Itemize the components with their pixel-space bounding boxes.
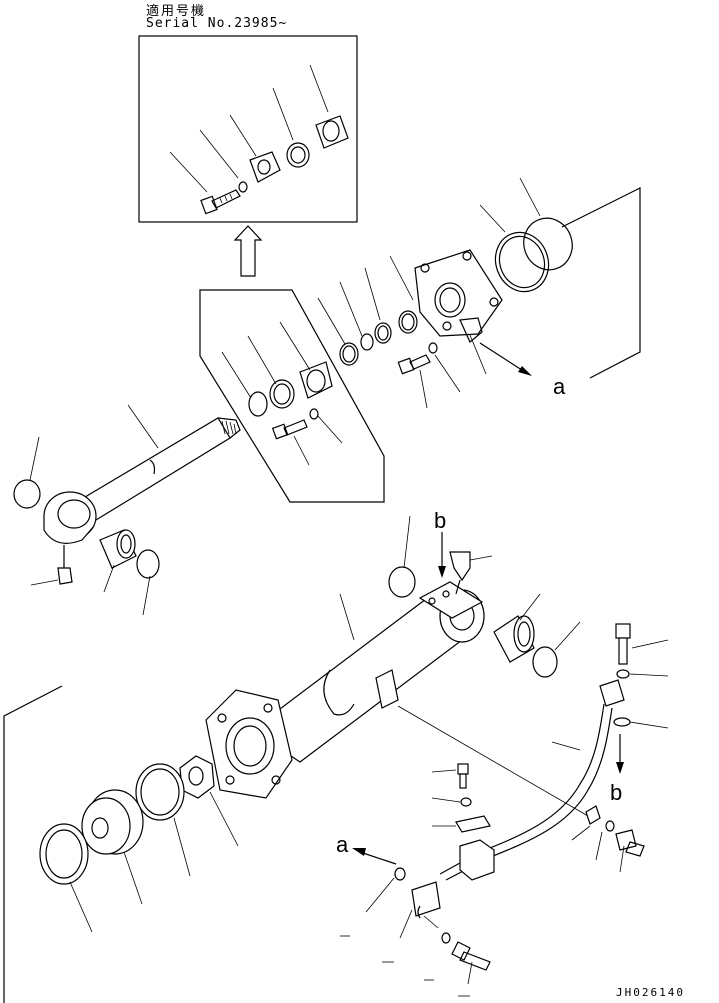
left-snap-ring xyxy=(13,479,41,509)
flange-bolt xyxy=(397,342,438,375)
tube-seal-ring xyxy=(532,646,558,678)
frame-seal-block xyxy=(299,361,333,399)
drawing-code: JH026140 xyxy=(616,986,685,999)
inset-washer xyxy=(238,181,248,193)
tube-bushing xyxy=(493,615,535,663)
hydraulic-pipe xyxy=(411,679,625,919)
lower-small-oring xyxy=(394,867,406,881)
cylinder-tube xyxy=(250,581,485,763)
rod-bushing xyxy=(99,529,137,569)
rod-seal-ring xyxy=(136,549,160,579)
lower-small-washer xyxy=(441,932,451,944)
arrow-a2 xyxy=(352,848,366,856)
inset-bushing xyxy=(286,142,310,168)
large-o-ring xyxy=(494,231,550,293)
grease-nipple-left xyxy=(57,545,73,585)
pipe-top-bolt xyxy=(615,623,631,665)
inset-plate xyxy=(249,151,281,183)
lower-pipe-bolt xyxy=(451,941,491,971)
arrow-a1 xyxy=(518,366,532,376)
inset-bolt xyxy=(200,189,241,215)
top-leader-bracket xyxy=(561,187,641,379)
pipe-oring xyxy=(613,717,631,727)
clamp-bolt xyxy=(457,763,469,789)
callout-b-lower: b xyxy=(610,780,623,805)
lower-right-bolt xyxy=(615,829,645,857)
arrow-b2 xyxy=(616,762,624,774)
callout-b-upper: b xyxy=(434,508,447,533)
backup-ring xyxy=(523,217,573,271)
left-leader-bracket xyxy=(3,685,63,1003)
inset-seal-block xyxy=(315,115,349,149)
group-frame xyxy=(199,289,385,503)
piston xyxy=(81,789,144,855)
frame-bolt xyxy=(271,408,319,440)
up-arrow xyxy=(233,225,263,277)
piston-rod xyxy=(43,417,241,544)
arrow-b1 xyxy=(438,566,446,578)
clamp-plate xyxy=(455,815,491,833)
lower-right-washer xyxy=(605,820,615,832)
serial-number-label: Serial No.23985~ xyxy=(146,16,288,31)
serial-inset-box xyxy=(138,35,358,223)
callout-a-lower: a xyxy=(336,832,349,857)
tube-snap-ring xyxy=(388,566,416,598)
grease-elbow xyxy=(449,551,471,595)
clamp-washer xyxy=(460,797,472,807)
frame-snap-ring xyxy=(248,391,268,417)
pipe-top-washer xyxy=(616,669,630,679)
applicable-serial-heading: 適用号機 xyxy=(146,4,207,19)
piston-nut xyxy=(179,755,215,799)
ring-group-mid xyxy=(339,310,418,366)
piston-wear-ring xyxy=(39,823,89,885)
piston-seal-ring xyxy=(135,763,185,821)
frame-bushing xyxy=(269,379,295,409)
callout-a-upper: a xyxy=(553,374,566,399)
lower-head-flange xyxy=(205,689,293,799)
cylinder-head-flange xyxy=(414,249,503,343)
